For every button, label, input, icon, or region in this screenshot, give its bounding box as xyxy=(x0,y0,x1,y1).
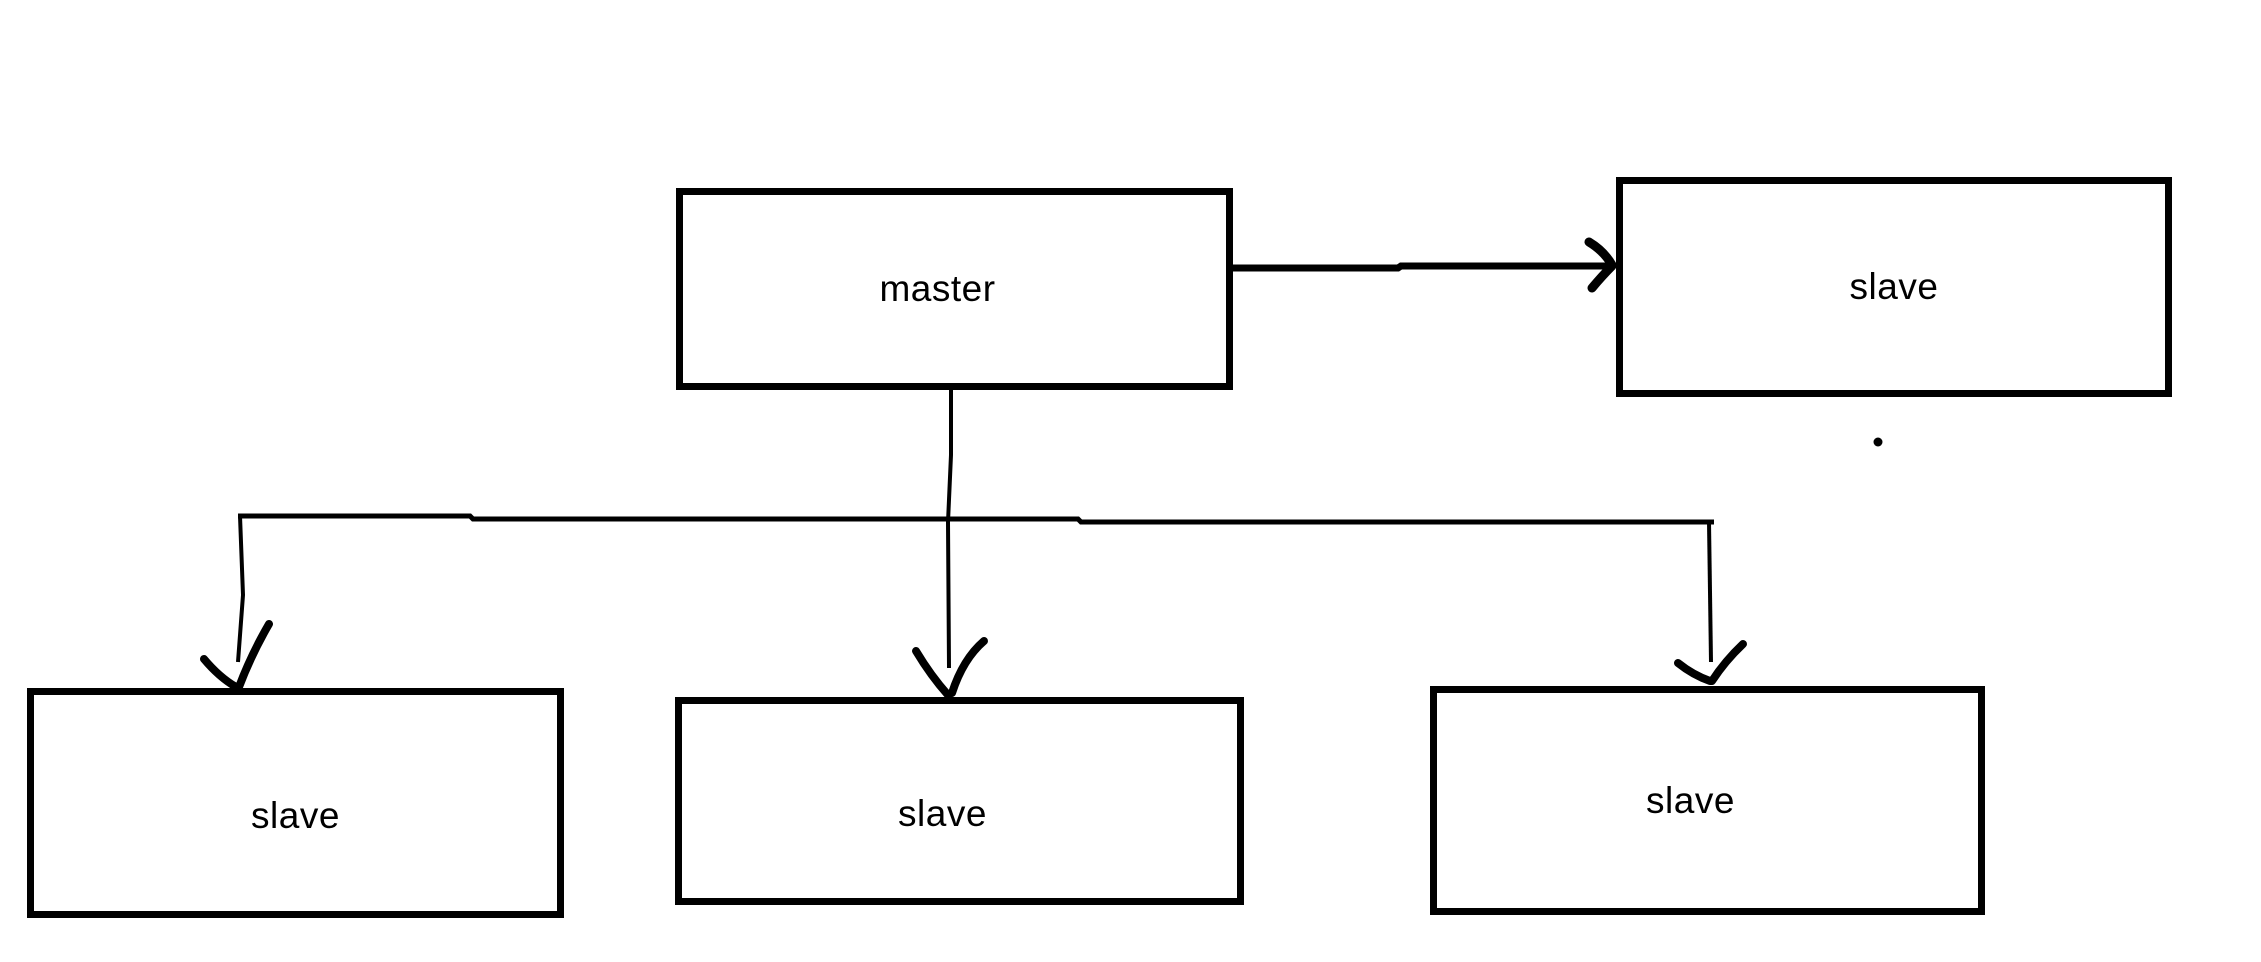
node-slave-bottom-right: slave xyxy=(1430,686,1985,915)
stray-dot xyxy=(1873,437,1883,447)
edge-master-to-slave-right xyxy=(1233,237,1617,293)
node-slave-top-right: slave xyxy=(1616,177,2172,397)
arrow-shaft xyxy=(1233,262,1609,272)
node-slave-bottom-left: slave xyxy=(27,688,564,918)
arrow-shaft xyxy=(236,515,246,663)
rail-shaft xyxy=(238,513,1714,525)
node-slave-label: slave xyxy=(251,795,340,836)
edge-master-to-slave-middle xyxy=(912,390,988,699)
arrow-head-down-icon xyxy=(912,637,988,699)
node-slave-bottom-middle: slave xyxy=(675,697,1244,905)
edge-master-to-slave-bottom-right xyxy=(1674,521,1747,685)
arrow-shaft xyxy=(945,390,953,669)
arrow-head-right-icon xyxy=(1584,237,1617,293)
node-master: master xyxy=(676,188,1233,390)
node-slave-label: slave xyxy=(1646,779,1735,821)
arrow-head-down-icon xyxy=(1674,640,1747,685)
edge-master-to-slave-left xyxy=(200,515,273,691)
arrow-shaft xyxy=(1707,521,1713,663)
node-slave-label: slave xyxy=(1849,266,1939,307)
distribution-line xyxy=(238,513,1714,525)
node-master-label: master xyxy=(879,268,996,309)
node-slave-label: slave xyxy=(898,793,987,834)
arrow-head-down-icon xyxy=(200,620,273,691)
